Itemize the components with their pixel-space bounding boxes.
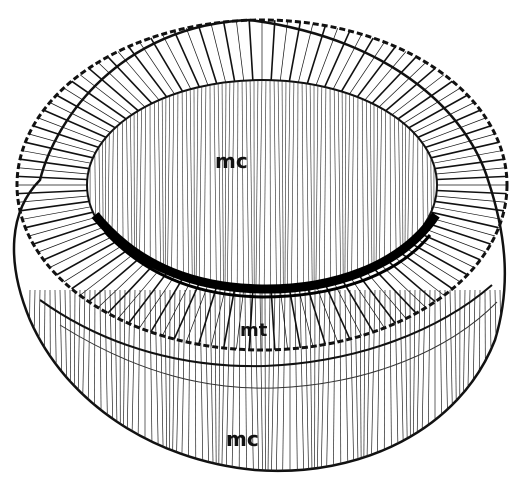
- label-mt: mt: [240, 320, 268, 341]
- label-outer-mc: mc: [226, 427, 259, 451]
- label-inner-mc: mc: [215, 149, 248, 173]
